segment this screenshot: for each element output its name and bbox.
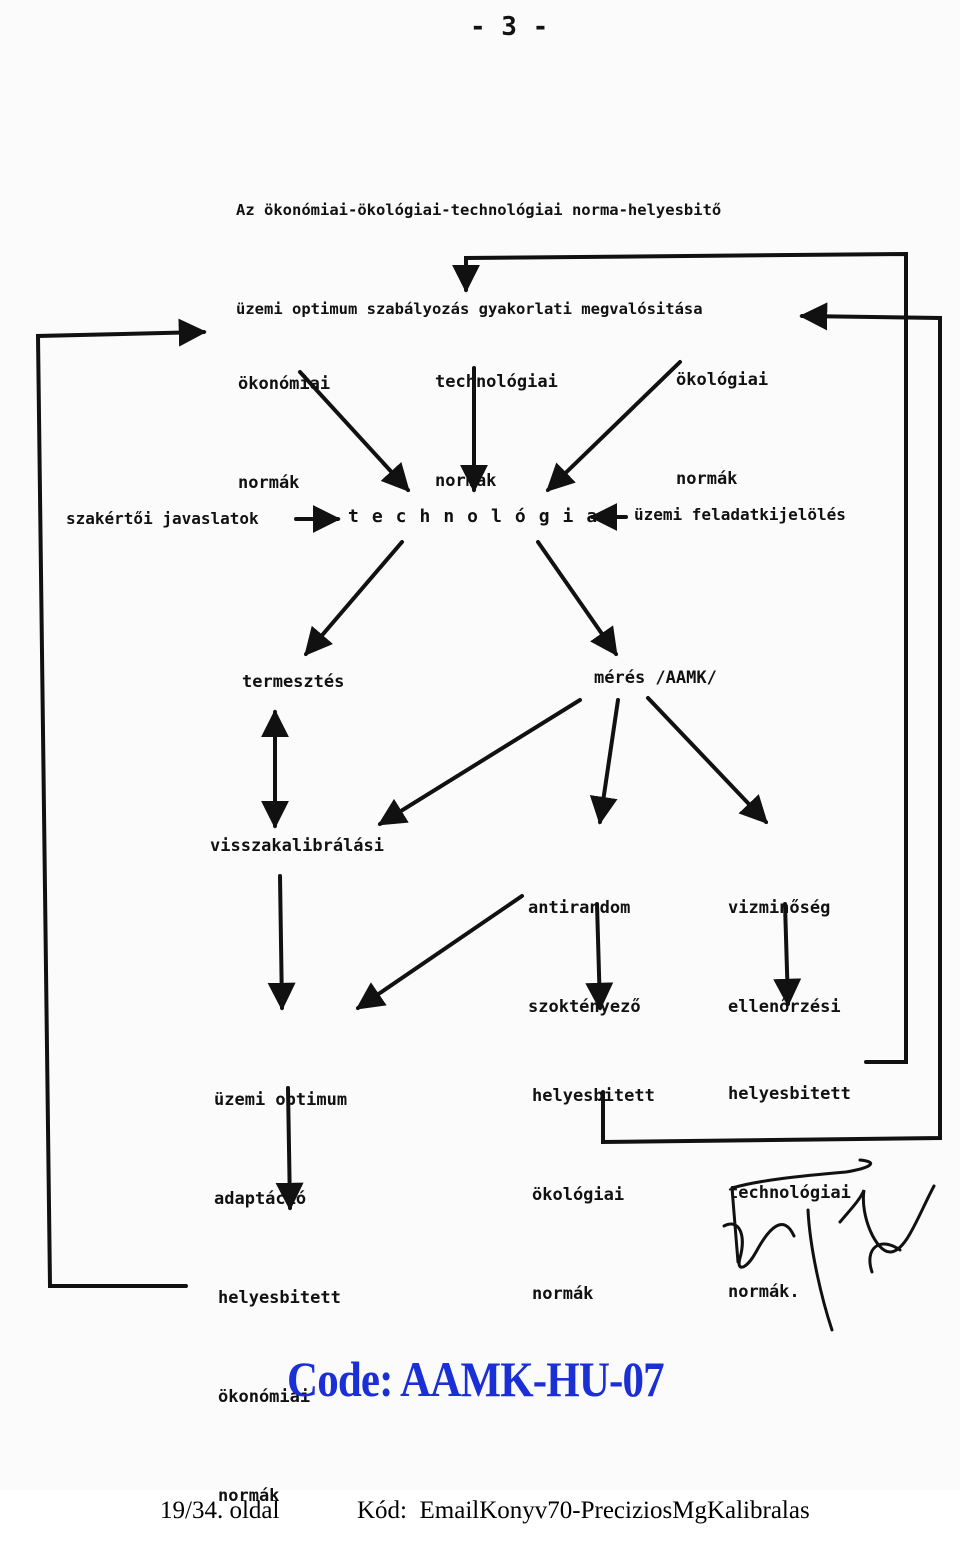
arrow-vizminoseg-to-helyesbitett-technologiai [773, 902, 802, 1007]
node-helyesbitett-okonomiai-normak: helyesbitett ökonómiai normák [218, 1288, 341, 1506]
arrow-meres-to-antirandom [589, 698, 620, 825]
signature [722, 1158, 936, 1332]
flow-arrows [35, 251, 942, 1332]
diagram-title: Az ökonómiai-ökológiai-technológiai norm… [236, 128, 721, 359]
title-line-2: üzemi optimum szabályozás gyakorlati meg… [236, 300, 703, 318]
node-termesztes: termesztés [242, 672, 345, 692]
title-line-1: Az ökonómiai-ökológiai-technológiai norm… [236, 201, 722, 219]
feedback-okonomiai-loop [35, 318, 207, 1288]
arrow-okologiai-to-technologia [545, 360, 682, 492]
arrow-meres-to-vizminoseg [646, 696, 768, 825]
feedback-okologiai-loop [601, 302, 942, 1145]
node-okologiai-normak: ökológiai normák [676, 370, 769, 489]
arrow-technologia-to-termesztes [304, 540, 404, 657]
node-vizminoseg-ellenorzesi: vizminőség ellenőrzési [728, 898, 841, 1017]
footer-page: 19/34. oldal [160, 1497, 280, 1524]
node-okonomiai-normak: ökonómiai normák [238, 374, 331, 493]
scanned-page [0, 0, 960, 1490]
node-helyesbitett-okologiai-normak: helyesbitett ökológiai normák [532, 1086, 655, 1304]
arrow-okonomiai-to-technologia [298, 370, 410, 493]
node-uzemi-optimum-adaptacio: üzemi optimum adaptáció [214, 1090, 348, 1209]
node-visszakalibralasi: visszakalibrálási [210, 836, 384, 856]
feedback-technologiai-loop [452, 251, 908, 1064]
page-number: - 3 - [470, 12, 549, 42]
node-technologiai-normak: technológiai normák [435, 372, 558, 491]
arrow-uzemi-optimum-to-helyesbitett-okonomiai [275, 1086, 304, 1211]
arrow-technologia-to-meres [536, 540, 618, 657]
arrow-visszakalibralasi-to-uzemi-optimum [267, 874, 296, 1011]
node-uzemi-feladatkijeloles: üzemi feladatkijelölés [634, 505, 846, 524]
node-meres: mérés /AAMK/ [594, 668, 717, 688]
node-helyesbitett-technologiai-normak: helyesbitett technológiai normák. [728, 1084, 851, 1302]
arrow-antirandom-to-uzemi-optimum [355, 894, 524, 1010]
footer-code: Kód: EmailKonyv70-PreciziosMgKalibralas [357, 1497, 810, 1524]
arrow-meres-to-visszakalibralasi [377, 698, 582, 826]
node-antirandom-szoktenyezo: antirandom szoktényező [528, 898, 641, 1017]
stamp-code: Code: AAMK-HU-07 [287, 1351, 665, 1407]
arrow-antirandom-to-helyesbitett-okologiai [585, 902, 614, 1011]
node-technologia: technológia [348, 506, 611, 527]
node-szakertoi-javaslatok: szakértői javaslatok [66, 509, 259, 528]
